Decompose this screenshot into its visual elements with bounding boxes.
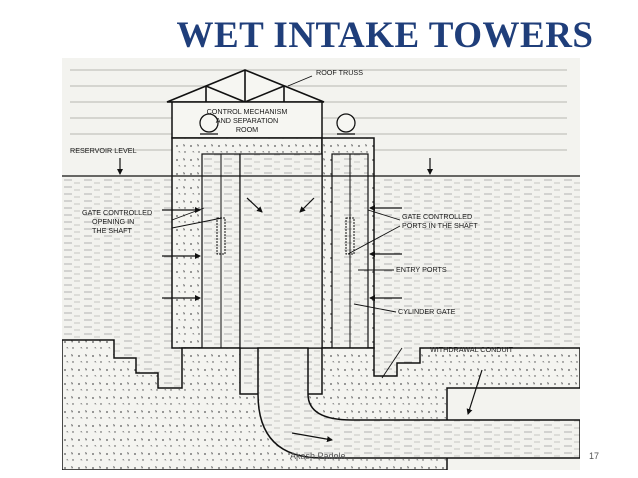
gate-hoist-icon: [336, 113, 356, 135]
intake-tower-diagram: ROOF TRUSS CONTROL MECHANISM AND SEPARAT…: [62, 58, 580, 470]
slide-title: WET INTAKE TOWERS: [176, 15, 594, 56]
control-room: [171, 101, 323, 139]
label-gate-left-3: THE SHAFT: [92, 226, 133, 235]
label-control-mechanism-2: AND SEPARATION: [216, 116, 278, 125]
gate-hoist-icon: [199, 113, 219, 135]
central-shaft: [239, 153, 323, 349]
label-control-mechanism-3: ROOM: [236, 125, 258, 134]
label-roof-truss: ROOF TRUSS: [316, 68, 363, 77]
stepped-foundation: [62, 339, 580, 470]
label-withdrawal-conduit: WITHDRAWAL CONDUIT: [430, 345, 514, 354]
label-control-mechanism: CONTROL MECHANISM: [207, 107, 288, 116]
label-gate-right: GATE CONTROLLED: [402, 212, 472, 221]
flow-arrows: [162, 197, 483, 443]
right-cylinder-gate: [345, 217, 355, 255]
withdrawal-conduit: [257, 347, 580, 459]
roof-truss: [166, 69, 325, 103]
label-gate-left-2: OPENING IN: [92, 217, 134, 226]
label-gate-right-2: PORTS IN THE SHAFT: [402, 221, 478, 230]
label-entry-ports: ENTRY PORTS: [396, 265, 447, 274]
label-leader-lines: [171, 75, 403, 379]
slide-author: Akash Padole: [290, 451, 346, 461]
slide-page-number: 17: [589, 451, 600, 461]
label-cylinder-gate: CYLINDER GATE: [398, 307, 456, 316]
label-gate-left: GATE CONTROLLED: [82, 208, 152, 217]
label-reservoir-level: RESERVOIR LEVEL: [70, 146, 137, 155]
